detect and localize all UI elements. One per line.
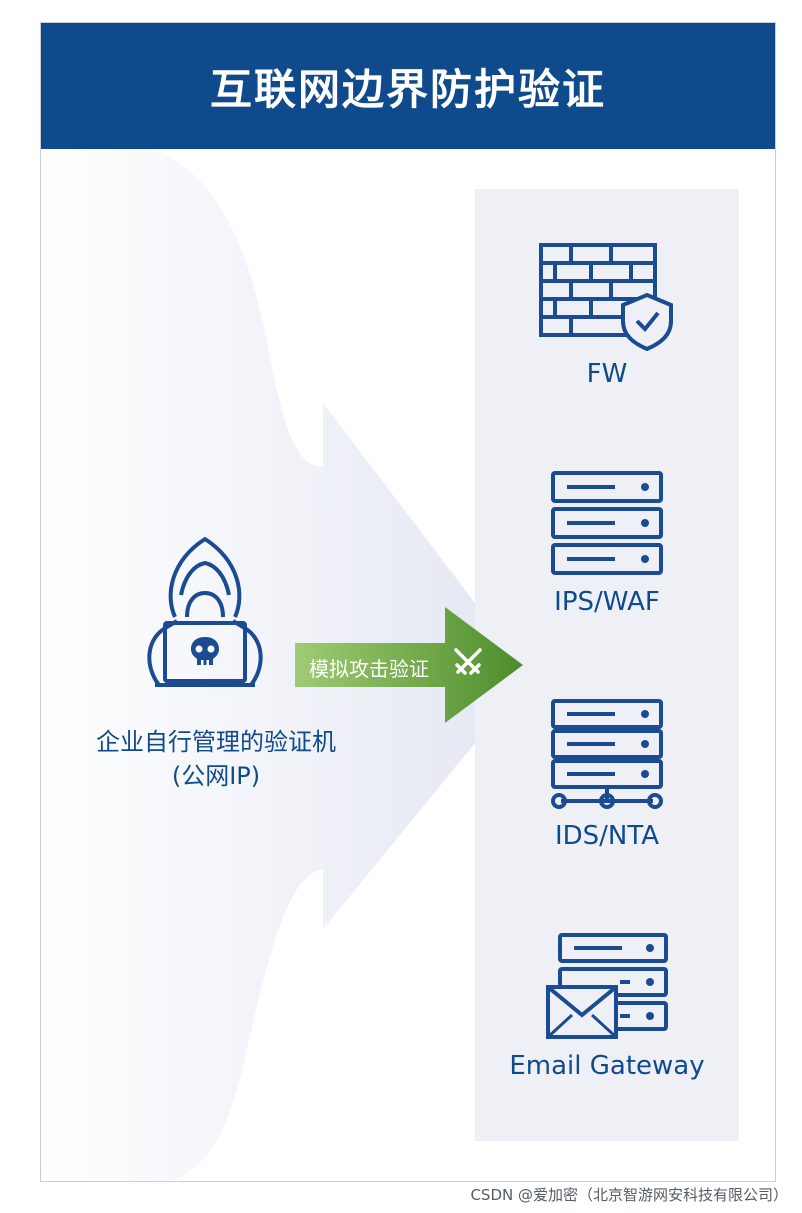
- device-ids-nta: IDS/NTA: [475, 697, 739, 851]
- device-label-ips-waf: IPS/WAF: [554, 587, 660, 617]
- firewall-shield-icon: [539, 243, 673, 351]
- attack-arrow: [295, 607, 523, 723]
- crossed-swords-icon: [454, 648, 482, 675]
- page-title: 互联网边界防护验证: [209, 64, 606, 114]
- network-server-icon: [551, 699, 663, 809]
- attacker-label-line2: (公网IP): [171, 762, 261, 790]
- attack-label: 模拟攻击验证: [309, 657, 429, 681]
- mail-server-icon: [546, 933, 668, 1039]
- attacker-label-line1: 企业自行管理的验证机: [96, 728, 336, 756]
- device-ips-waf: IPS/WAF: [475, 469, 739, 617]
- server-stack-icon: [551, 471, 663, 575]
- device-fw: FW: [475, 241, 739, 389]
- device-label-email-gateway: Email Gateway: [509, 1051, 705, 1081]
- attacker-machine-label: 企业自行管理的验证机 (公网IP): [51, 725, 381, 793]
- device-label-fw: FW: [586, 359, 628, 389]
- header-banner: 互联网边界防护验证: [41, 23, 775, 149]
- diagram-frame: 互联网边界防护验证 FW: [40, 22, 776, 1182]
- hacker-icon: [147, 537, 263, 687]
- device-email-gateway: Email Gateway: [475, 931, 739, 1081]
- watermark-text: CSDN @爱加密（北京智游网安科技有限公司）: [470, 1186, 788, 1204]
- device-label-ids-nta: IDS/NTA: [554, 821, 660, 851]
- background-funnel-shape: [41, 149, 475, 1181]
- security-devices-panel: FW IPS/WAF: [475, 189, 739, 1141]
